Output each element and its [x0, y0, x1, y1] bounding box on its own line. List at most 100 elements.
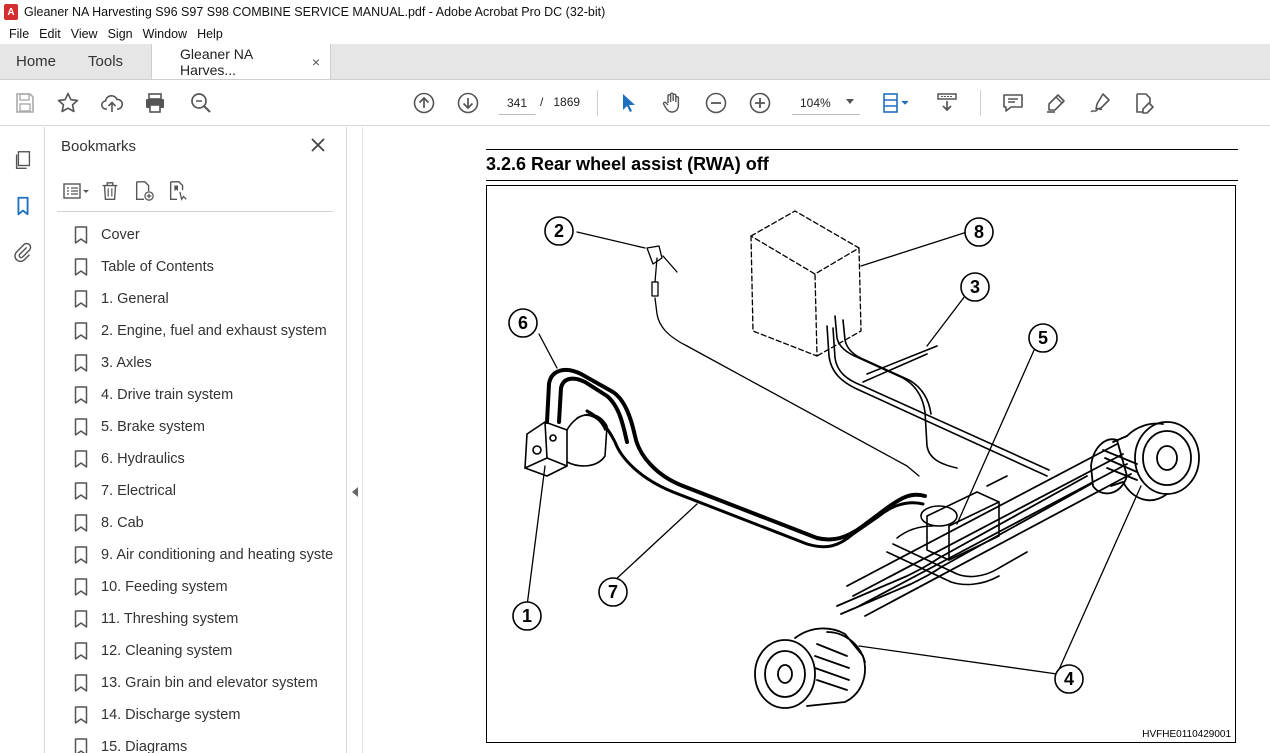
cloud-upload-icon[interactable] — [99, 90, 125, 116]
callout-3: 3 — [970, 277, 980, 297]
axle-tube — [836, 443, 1132, 617]
bookmarks-panel-icon[interactable] — [10, 193, 36, 219]
hand-tool-icon[interactable] — [659, 90, 685, 116]
bookmark-ribbon-icon — [74, 514, 88, 532]
bookmark-ribbon-icon — [74, 226, 88, 244]
hydraulic-hose — [585, 409, 925, 549]
document-viewport[interactable]: 3.2.6 Rear wheel assist (RWA) off — [364, 127, 1270, 753]
bookmark-item[interactable]: 8. Cab — [74, 507, 344, 539]
bookmark-item[interactable]: 14. Discharge system — [74, 699, 344, 731]
bookmark-ribbon-icon — [74, 450, 88, 468]
window-title: Gleaner NA Harvesting S96 S97 S98 COMBIN… — [24, 5, 606, 19]
pump-part — [524, 413, 608, 477]
menu-help[interactable]: Help — [197, 27, 223, 41]
callout-4: 4 — [1064, 669, 1074, 689]
callout-leader — [526, 231, 1142, 675]
highlight-pen-icon[interactable] — [1043, 90, 1069, 116]
tab-bar: Home Tools Gleaner NA Harves... × — [0, 44, 1270, 80]
callout-5: 5 — [1038, 328, 1048, 348]
toolbar-divider — [980, 90, 981, 116]
close-panel-icon[interactable] — [310, 137, 326, 153]
bookmark-item[interactable]: 2. Engine, fuel and exhaust system — [74, 315, 344, 347]
find-bookmark-icon[interactable] — [162, 178, 194, 204]
menu-bar: File Edit View Sign Window Help — [0, 24, 1270, 44]
page-number-input[interactable]: 341 — [498, 91, 536, 115]
bookmark-label: 5. Brake system — [101, 419, 205, 435]
page-thumbnails-icon[interactable] — [10, 147, 36, 173]
bookmark-item[interactable]: 10. Feeding system — [74, 571, 344, 603]
bookmark-ribbon-icon — [74, 290, 88, 308]
menu-file[interactable]: File — [9, 27, 30, 41]
menu-view[interactable]: View — [70, 27, 98, 41]
bookmark-item[interactable]: 3. Axles — [74, 347, 344, 379]
draw-signature-icon[interactable] — [1087, 90, 1113, 116]
callout-circle — [1028, 323, 1058, 353]
rwa-line-drawing: 1 2 3 4 5 6 7 8 — [508, 210, 1200, 709]
bookmark-ribbon-icon — [74, 610, 88, 628]
new-bookmark-icon[interactable] — [128, 178, 160, 204]
scroll-mode-icon[interactable] — [934, 90, 960, 116]
bookmark-label: 10. Feeding system — [101, 579, 228, 595]
edit-pdf-icon[interactable] — [1131, 90, 1157, 116]
page-fit-icon[interactable] — [878, 90, 912, 116]
figure-code: HVFHE0110429001 — [1142, 729, 1231, 740]
print-icon[interactable] — [142, 90, 168, 116]
main-toolbar: 341 / 1869 104% — [0, 80, 1270, 126]
bookmark-item[interactable]: Cover — [74, 219, 344, 251]
bookmark-item[interactable]: 7. Electrical — [74, 475, 344, 507]
comment-icon[interactable] — [1000, 90, 1026, 116]
zoom-in-icon[interactable] — [747, 90, 773, 116]
attachments-paperclip-icon[interactable] — [10, 239, 36, 265]
tab-document[interactable]: Gleaner NA Harves... × — [151, 44, 332, 79]
left-navigation-rail — [0, 127, 45, 753]
bookmark-label: 8. Cab — [101, 515, 144, 531]
callout-circle — [960, 272, 990, 302]
sensor-part — [646, 245, 920, 477]
save-icon[interactable] — [12, 90, 38, 116]
bookmark-item[interactable]: 13. Grain bin and elevator system — [74, 667, 344, 699]
bookmark-item[interactable]: 11. Threshing system — [74, 603, 344, 635]
panel-splitter[interactable] — [347, 127, 363, 753]
bookmark-options-menu-icon[interactable] — [60, 178, 92, 204]
callout-6: 6 — [518, 313, 528, 333]
menu-edit[interactable]: Edit — [39, 27, 61, 41]
bookmark-item[interactable]: Table of Contents — [74, 251, 344, 283]
zoom-level-select[interactable]: 104% — [792, 91, 860, 115]
bookmark-ribbon-icon — [74, 642, 88, 660]
next-page-icon[interactable] — [455, 90, 481, 116]
callout-circle — [964, 217, 994, 247]
chevron-down-icon — [846, 99, 854, 104]
zoom-out-icon[interactable] — [703, 90, 729, 116]
bookmark-item[interactable]: 6. Hydraulics — [74, 443, 344, 475]
bookmark-ribbon-icon — [74, 386, 88, 404]
zoom-search-icon[interactable] — [188, 90, 214, 116]
select-arrow-icon[interactable] — [615, 90, 641, 116]
bookmark-item[interactable]: 12. Cleaning system — [74, 635, 344, 667]
bookmark-label: Table of Contents — [101, 259, 214, 275]
menu-sign[interactable]: Sign — [107, 27, 133, 41]
heading-rule — [486, 149, 1238, 150]
star-bookmark-icon[interactable] — [55, 90, 81, 116]
collapse-panel-arrow-icon[interactable] — [352, 487, 358, 497]
bookmark-item[interactable]: 15. Diagrams — [74, 731, 344, 753]
tab-home[interactable]: Home — [16, 53, 57, 70]
menu-window[interactable]: Window — [142, 27, 188, 41]
bookmark-item[interactable]: 5. Brake system — [74, 411, 344, 443]
bookmark-label: Cover — [101, 227, 140, 243]
previous-page-icon[interactable] — [411, 90, 437, 116]
bookmark-ribbon-icon — [74, 706, 88, 724]
bookmark-ribbon-icon — [74, 546, 88, 564]
bookmark-ribbon-icon — [74, 578, 88, 596]
callout-circle — [508, 308, 538, 338]
bookmark-item[interactable]: 1. General — [74, 283, 344, 315]
delete-bookmark-icon[interactable] — [94, 178, 126, 204]
bookmark-item[interactable]: 4. Drive train system — [74, 379, 344, 411]
tab-tools[interactable]: Tools — [88, 53, 124, 70]
close-tab-icon[interactable]: × — [311, 53, 321, 70]
heading-rule — [486, 180, 1238, 181]
callout-8: 8 — [974, 222, 984, 242]
bookmark-ribbon-icon — [74, 482, 88, 500]
bookmark-item[interactable]: 9. Air conditioning and heating syste — [74, 539, 344, 571]
callout-circle — [598, 577, 628, 607]
bookmark-label: 12. Cleaning system — [101, 643, 233, 659]
